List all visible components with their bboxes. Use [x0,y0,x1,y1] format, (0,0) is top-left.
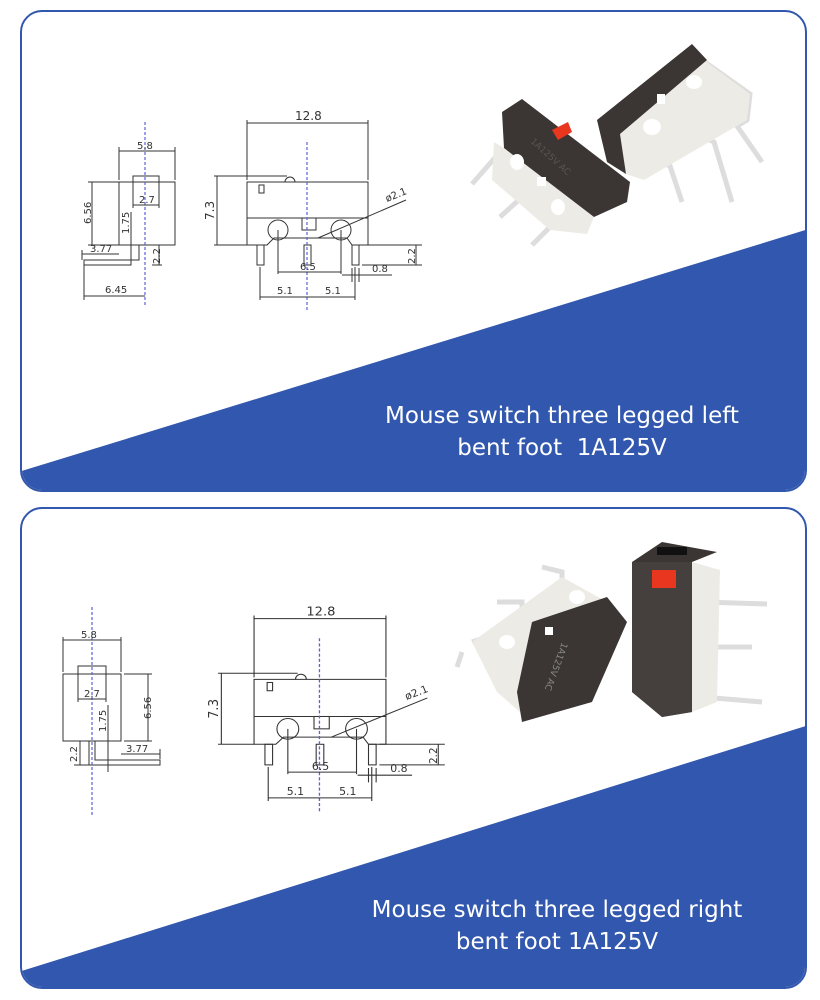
dim-tab: 2.7 [139,195,155,206]
dim-height: 7.3 [206,699,221,719]
dim-lead-offset: 3.77 [90,244,112,255]
product-panel-right-bent: 5.8 6.56 2.7 1.75 3.77 2.2 12.8 7.3 ø [20,507,807,989]
blue-diagonal-band [22,230,805,490]
dim-pin-pitch: 6.5 [300,262,316,273]
dim-lead-offset: 3.77 [126,744,148,755]
dim-offset: 1.75 [98,710,109,732]
dim-tab: 2.7 [84,689,100,700]
dim-pitch-left: 5.1 [277,286,293,297]
dim-pitch-right: 5.1 [325,286,341,297]
dim-pin-pitch: 6.5 [312,761,329,773]
dim-bent-length: 6.45 [105,285,127,296]
dim-hole: ø2.1 [384,186,409,204]
side-view-drawing: 5.8 6.56 2.7 1.75 3.77 2.2 [62,607,161,817]
front-view-drawing: 12.8 7.3 ø2.1 6.5 5.1 5.1 0.8 2.2 [206,604,445,814]
dim-pin-width: 0.8 [390,763,408,775]
dim-length: 12.8 [295,109,322,123]
side-view-drawing: 5.8 6.56 2.7 1.75 3.77 2.2 6.45 [81,122,176,307]
dim-side-height: 6.56 [83,202,94,224]
caption-line-1: Mouse switch three legged right [371,897,743,923]
blue-diagonal-band [22,726,805,987]
dim-pin-length: 2.2 [407,248,418,264]
switch-photo: 1A125V AC [454,542,768,722]
caption-line-2: bent foot 1A125V [455,929,659,955]
dim-width: 5.8 [137,141,153,152]
caption: Mouse switch three legged right bent foot… [312,894,802,958]
dim-height: 7.3 [203,201,217,220]
caption-line-2: bent foot 1A125V [457,435,667,461]
dim-width: 5.8 [81,630,97,641]
panel-graphics: 5.8 6.56 2.7 1.75 3.77 2.2 12.8 7.3 ø [22,542,805,987]
dim-pitch-right: 5.1 [339,786,356,798]
dim-pin-width: 0.8 [372,264,388,275]
caption-line-1: Mouse switch three legged left [385,403,739,429]
front-view-drawing: 12.8 7.3 ø2.1 6.5 5.1 5.1 0.8 2.2 [203,109,422,312]
caption: Mouse switch three legged left bent foot … [322,400,802,464]
product-panel-left-bent: 5.8 6.56 2.7 1.75 3.77 2.2 6.45 12.8 [20,10,807,492]
dim-hole: ø2.1 [403,683,430,702]
switch-photo: 1A125V AC [470,44,765,247]
dim-lead-length: 2.2 [152,248,163,264]
dim-pitch-left: 5.1 [287,786,304,798]
dim-length: 12.8 [306,604,335,619]
dim-side-height: 6.56 [143,697,154,719]
dim-pin-length: 2.2 [428,747,440,763]
panel-graphics: 5.8 6.56 2.7 1.75 3.77 2.2 6.45 12.8 [22,44,805,490]
dim-offset: 1.75 [121,212,132,234]
dim-lead-length: 2.2 [69,746,80,762]
